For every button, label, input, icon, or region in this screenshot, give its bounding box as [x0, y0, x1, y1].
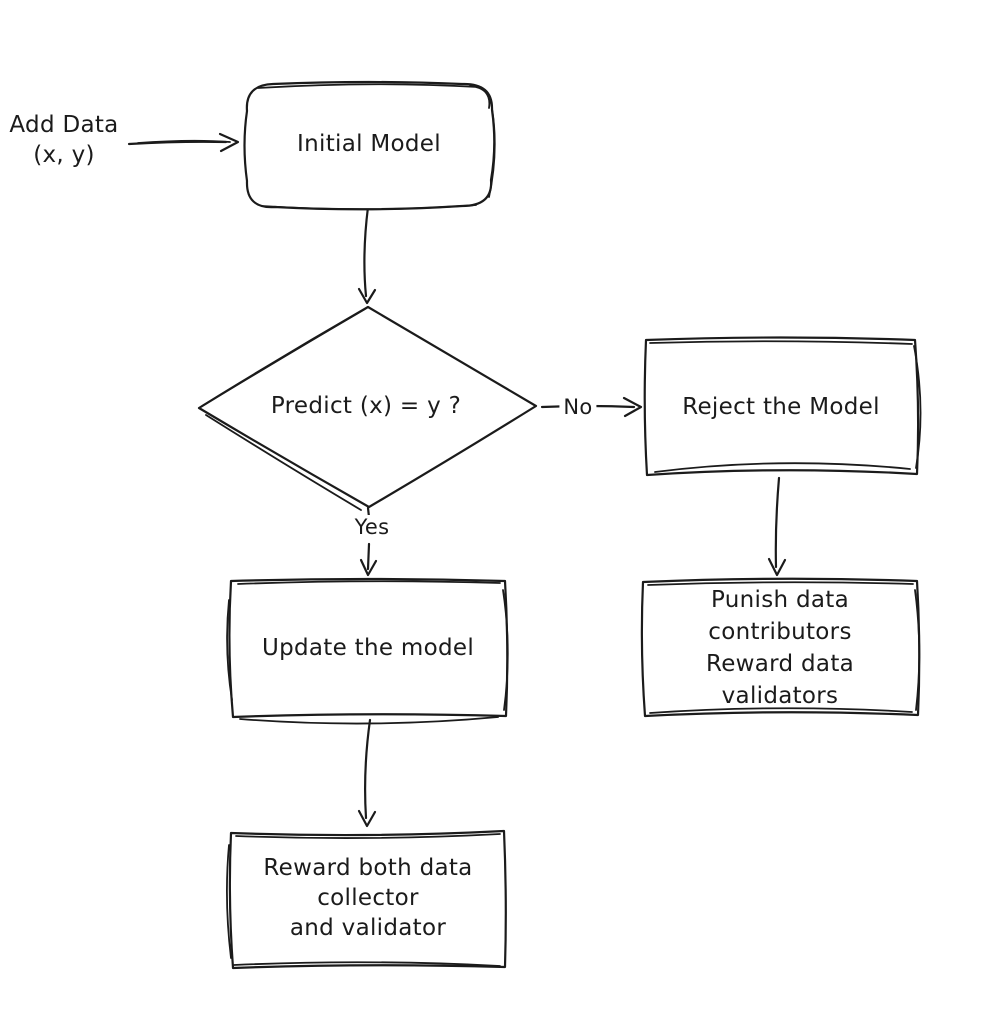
reward-both-line-3: and validator [289, 915, 447, 941]
edge-update-to-reward [357, 718, 377, 828]
reject-model-shape [643, 336, 922, 477]
predict-decision-label: Predict (x) = y ? [270, 393, 462, 419]
update-model-label: Update the model [261, 635, 475, 661]
punish-reward-shape [640, 577, 921, 718]
reward-both-shape [226, 829, 507, 970]
add-data-label: Add Data (x, y) [9, 110, 118, 170]
punish-reward-line-2: contributors [708, 619, 852, 645]
add-data-line-2: (x, y) [33, 142, 95, 168]
initial-model-label: Initial Model [297, 131, 441, 157]
edge-adddata-to-initialmodel [127, 132, 240, 153]
initial-model-shape [243, 80, 496, 211]
reward-both-label: Reward both data collector and validator [263, 853, 472, 943]
punish-reward-label: Punish data contributors Reward data val… [706, 584, 854, 712]
edge-initialmodel-to-predict [357, 205, 377, 305]
punish-reward-line-4: validators [721, 683, 839, 709]
update-model-shape [226, 577, 509, 725]
edge-reject-to-punish [767, 476, 787, 577]
predict-decision-shape [197, 305, 538, 511]
add-data-line-1: Add Data [9, 112, 119, 138]
punish-reward-line-1: Punish data [710, 587, 849, 613]
reject-model-label: Reject the Model [682, 394, 880, 420]
edge-label-no: No [559, 395, 597, 419]
punish-reward-line-3: Reward data [705, 651, 855, 677]
reward-both-line-1: Reward both data [263, 855, 473, 881]
edge-label-yes: Yes [350, 515, 394, 539]
reward-both-line-2: collector [317, 885, 419, 911]
